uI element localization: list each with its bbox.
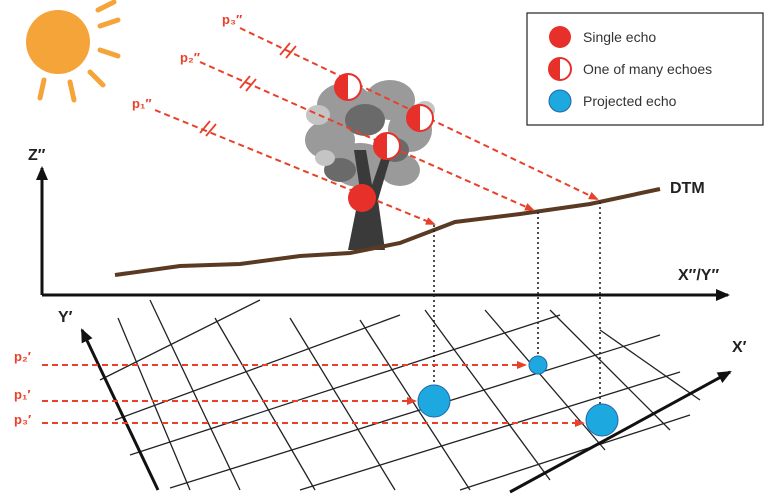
legend-single-echo-icon: [549, 26, 571, 48]
projected-beams: [42, 361, 585, 427]
legend-many-label: One of many echoes: [583, 61, 712, 77]
dtm-label: DTM: [670, 180, 705, 197]
p1-top-label: p₁″: [132, 96, 152, 111]
laser-beams: [154, 27, 599, 225]
projected-echo-p1: [417, 384, 451, 418]
x-axis-label: X″/Y″: [678, 267, 719, 284]
echo-many-1: [334, 73, 362, 101]
x-prime-label: X′: [732, 339, 747, 356]
legend-projected-label: Projected echo: [583, 93, 677, 109]
projected-echo-p2: [528, 355, 548, 375]
p2-bottom-label: p₂′: [14, 349, 31, 364]
p3-top-label: p₃″: [222, 12, 242, 27]
projected-echo-p3: [585, 403, 619, 437]
projection-lines: [433, 202, 601, 406]
echo-many-3: [373, 132, 401, 160]
echo-single: [348, 184, 376, 212]
p3-bottom-label: p₃′: [14, 412, 31, 427]
x-prime-axis: [509, 370, 732, 494]
legend-single-label: Single echo: [583, 29, 656, 45]
legend: Single echo One of many echoes Projected…: [526, 12, 764, 126]
y-prime-axis: [80, 328, 160, 491]
sun-icon: [26, 0, 121, 103]
y-prime-label: Y′: [58, 309, 73, 326]
projection-grid: [99, 299, 701, 491]
legend-projected-echo-icon: [548, 89, 572, 113]
legend-many-echo-icon: [548, 57, 572, 81]
p1-bottom-label: p₁′: [14, 387, 30, 402]
dtm-line: [114, 187, 661, 277]
p2-top-label: p₂″: [180, 50, 200, 65]
echo-many-2: [406, 104, 434, 132]
z-axis-label: Z″: [28, 147, 46, 164]
